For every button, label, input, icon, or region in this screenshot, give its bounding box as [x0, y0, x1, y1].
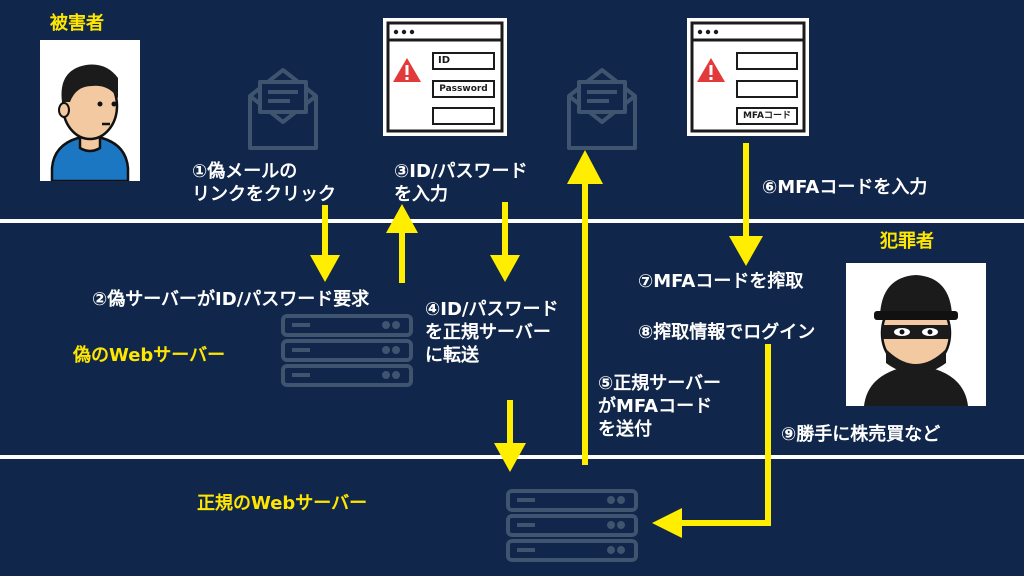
man-icon — [50, 64, 130, 183]
envelope-letter-icon — [567, 68, 637, 150]
arrow-step6-head — [729, 236, 763, 266]
step8-label: ⑧搾取情報でログイン — [638, 322, 816, 343]
victim-label: 被害者 — [50, 13, 104, 34]
thief-icon — [864, 275, 968, 406]
step2-label: ②偽サーバーがID/パスワード要求 — [92, 289, 370, 310]
id-field: ID — [432, 52, 495, 70]
arrow-step5-head — [567, 150, 603, 184]
arrow-step9-head — [652, 508, 682, 538]
warning-triangle-icon — [697, 58, 725, 82]
step5-label: ⑤正規サーバー がMFAコード を送付 — [598, 373, 722, 440]
step1-label: ①偽メールの リンクをクリック — [192, 161, 336, 205]
step6-label: ⑥MFAコードを入力 — [762, 177, 928, 198]
blank-field — [432, 107, 495, 125]
server-rack-icon — [281, 314, 413, 387]
step7-label: ⑦MFAコードを搾取 — [638, 271, 804, 292]
step9-label: ⑨勝手に株売買など — [781, 424, 941, 445]
criminal-label: 犯罪者 — [880, 231, 934, 252]
arrow-step3-head — [490, 255, 520, 282]
blank-field — [736, 80, 798, 98]
password-field: Password — [432, 80, 495, 98]
envelope-letter-icon — [248, 68, 318, 150]
mfa-code-field: MFAコード — [736, 107, 798, 125]
criminal-avatar — [846, 263, 986, 406]
arrow-step4-head — [494, 443, 526, 472]
arrow-step9 — [680, 344, 771, 526]
step3-label: ③ID/パスワード を入力 — [394, 161, 528, 205]
blank-field — [736, 52, 798, 70]
server-rack-icon — [506, 489, 638, 562]
arrow-step1-head — [310, 255, 340, 282]
real-server-label: 正規のWebサーバー — [197, 493, 368, 514]
arrow-step2-head — [386, 204, 418, 233]
victim-avatar — [40, 40, 140, 183]
warning-triangle-icon — [393, 58, 421, 82]
fake-mfa-window: MFAコード — [687, 18, 809, 136]
fake-login-window: ID Password — [383, 18, 507, 136]
fake-server-label: 偽のWebサーバー — [73, 345, 226, 366]
step4-label: ④ID/パスワード を正規サーバー に転送 — [425, 299, 559, 366]
